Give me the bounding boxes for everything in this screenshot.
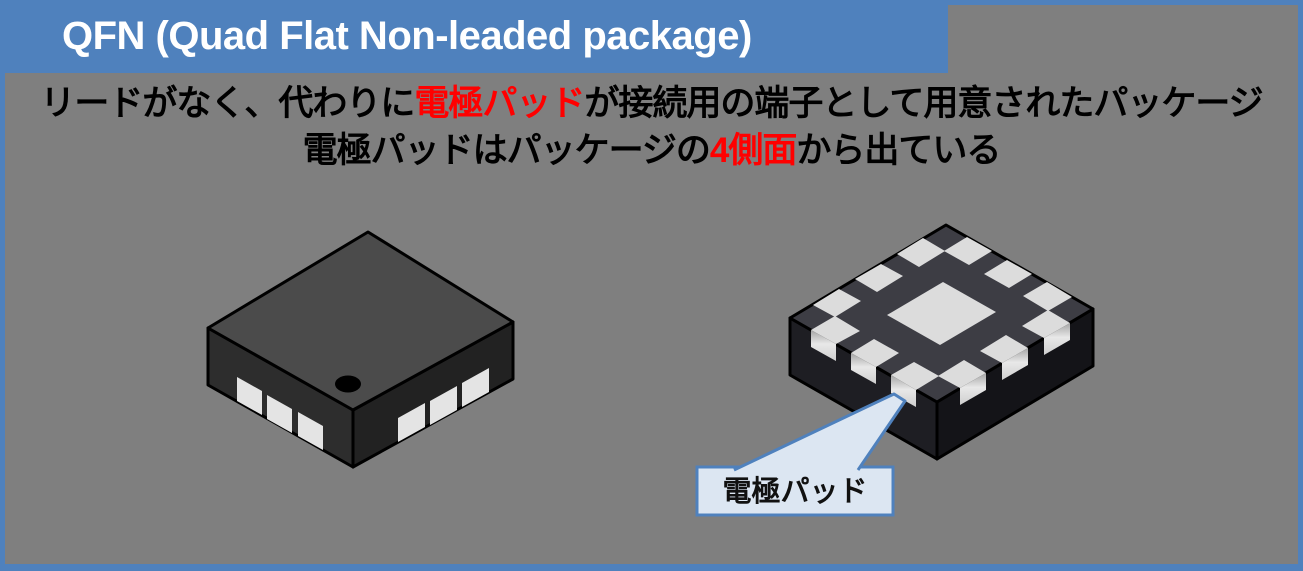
electrode-pad: [1022, 310, 1070, 338]
electrode-pad: [980, 335, 1028, 363]
electrode-pad-wrap: [851, 353, 876, 384]
electrode-pad: [430, 386, 457, 425]
electrode-pad: [398, 403, 425, 442]
electrode-pads-back-right: [944, 237, 1072, 311]
subtitle-segment: リードがなく、代わりに: [40, 84, 415, 123]
electrode-pad: [1023, 282, 1072, 311]
subtitle-line-1: リードがなく、代わりに電極パッドが接続用の端子として用意されたパッケージ: [0, 80, 1303, 127]
electrode-pad: [984, 260, 1032, 288]
subtitle-segment: 電極パッドはパッケージの: [302, 131, 711, 170]
subtitle-segment: から出ている: [796, 131, 1001, 170]
thermal-pad: [887, 282, 996, 345]
subtitle-line-2: 電極パッドはパッケージの4側面から出ている: [0, 127, 1303, 174]
pin1-indicator-dot: [335, 375, 361, 393]
page-title: QFN (Quad Flat Non-leaded package): [62, 14, 752, 58]
subtitle-block: リードがなく、代わりに電極パッドが接続用の端子として用意されたパッケージ 電極パ…: [0, 80, 1303, 174]
electrode-pad-wrap: [960, 373, 986, 405]
electrode-pad: [813, 289, 861, 317]
electrode-pads-front-left: [811, 316, 939, 407]
title-bar: QFN (Quad Flat Non-leaded package): [0, 0, 948, 73]
electrode-pad: [237, 377, 262, 415]
callout-pointer: [733, 392, 907, 472]
electrode-pad: [811, 316, 860, 344]
electrode-pad-wrap: [891, 375, 916, 407]
electrode-pad: [891, 362, 939, 390]
electrode-pads-back-left: [813, 238, 945, 317]
electrode-pad: [462, 368, 489, 407]
subtitle-segment-highlight: 電極パッド: [414, 84, 585, 123]
subtitle-segment-highlight: 4側面: [709, 131, 797, 170]
subtitle-segment: が接続用の端子として用意されたパッケージ: [584, 84, 1263, 123]
side-electrode-pads-right: [398, 368, 489, 442]
qfn-top-view-illustration: [206, 230, 515, 469]
electrode-pad-callout: 電極パッド: [695, 392, 907, 517]
electrode-pad: [267, 395, 292, 433]
electrode-pad: [298, 412, 323, 450]
electrode-pad: [897, 238, 945, 267]
electrode-pad-wrap: [1002, 348, 1028, 380]
electrode-pads-front-right: [938, 310, 1070, 405]
callout-label: 電極パッド: [722, 475, 867, 508]
qfn-bottom-view-illustration: [788, 223, 1095, 461]
electrode-pad: [855, 264, 903, 292]
electrode-pad-wrap: [1044, 323, 1070, 355]
side-electrode-pads-left: [237, 377, 323, 450]
electrode-pad: [938, 360, 986, 388]
chip-top-face: [206, 230, 515, 412]
electrode-pad: [851, 339, 899, 367]
electrode-pad: [944, 237, 992, 265]
electrode-pad-wrap: [811, 330, 836, 361]
